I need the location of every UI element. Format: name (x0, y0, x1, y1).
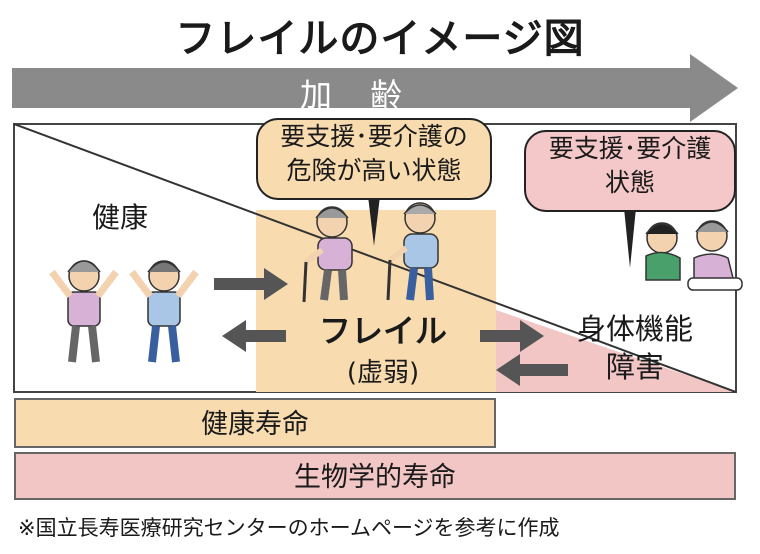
bubble-care-line1: 要支援･要介護 (548, 134, 712, 163)
stage-frail-label: フレイル (318, 312, 447, 350)
page-title: フレイルのイメージ図 (175, 16, 585, 62)
arrow-frail-to-disability (480, 320, 544, 352)
bubble-frail-tail (368, 196, 380, 246)
bubble-frail-line1: 要支援･要介護の (280, 122, 468, 151)
decline-line (13, 123, 737, 393)
frail-woman-icon (302, 206, 353, 303)
stage-disability-line1: 身体機能 (576, 312, 693, 346)
stage-disability-line2: 障害 (605, 350, 664, 384)
biological-lifespan-bar: 生物学的寿命 (14, 452, 736, 500)
bubble-care-tail (624, 208, 636, 268)
aging-arrow-label: 加 齢 (300, 76, 417, 114)
bubble-care-line2: 状態 (604, 168, 655, 197)
arrow-healthy-to-frail (214, 268, 288, 300)
stage-disability-label: 身体機能 障害 (545, 310, 725, 386)
stage-healthy-label: 健康 (92, 201, 149, 234)
healthy-lifespan-bar: 健康寿命 (14, 398, 496, 448)
bubble-frail-line2: 危険が高い状態 (286, 156, 462, 185)
arrow-disability-to-frail (496, 354, 568, 386)
care-recipient-icon (687, 220, 743, 291)
aging-arrow (12, 54, 738, 122)
caregiver-icon (645, 222, 681, 281)
frail-man-icon (386, 202, 439, 301)
stage-frail-sublabel: (虚弱) (346, 358, 420, 388)
healthy-woman-icon (49, 260, 119, 363)
source-footnote: ※国立長寿医療研究センターのホームページを参考に作成 (18, 516, 560, 540)
frail-region (256, 210, 496, 392)
healthy-man-icon (129, 260, 199, 363)
bubble-frail-risk: 要支援･要介護の 危険が高い状態 (256, 118, 492, 200)
bubble-care-needed: 要支援･要介護 状態 (524, 130, 736, 212)
arrow-frail-to-healthy (222, 320, 286, 352)
